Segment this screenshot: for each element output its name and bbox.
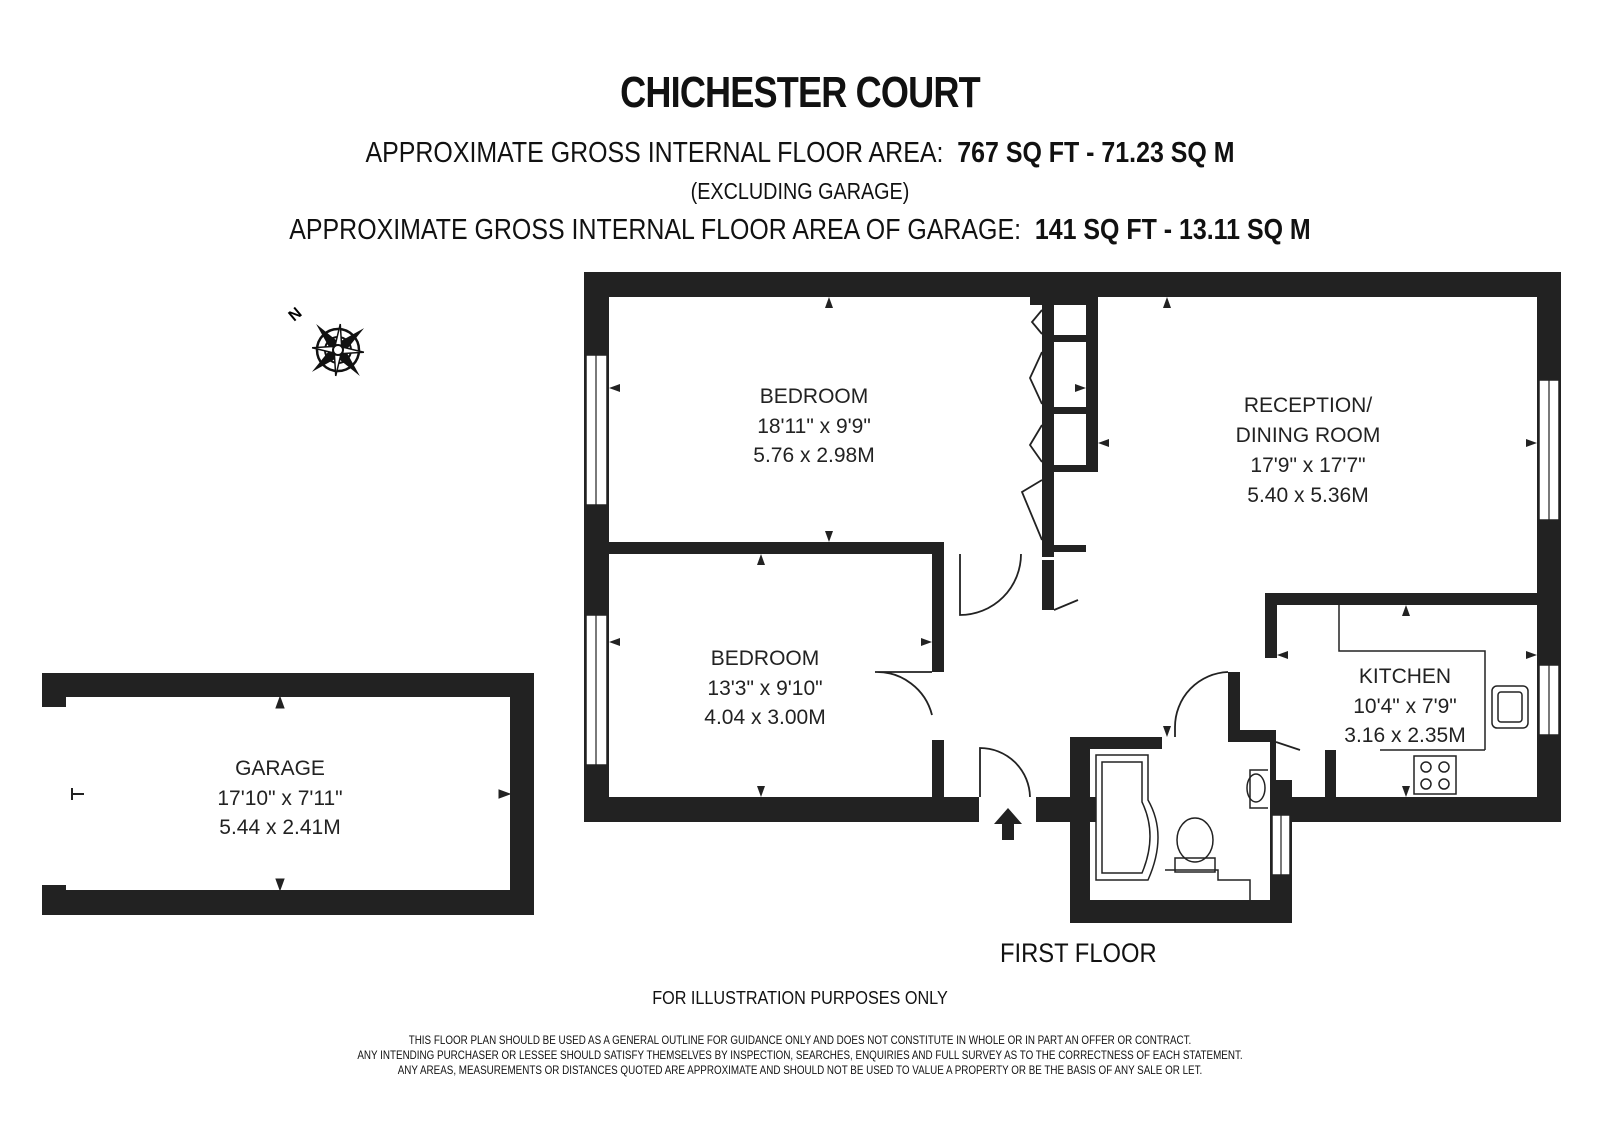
svg-text:4.04 x 3.00M: 4.04 x 3.00M <box>704 706 825 729</box>
bathroom-fittings <box>1095 754 1268 900</box>
svg-text:BEDROOM: BEDROOM <box>711 647 820 670</box>
disclaimer-line-3: ANY AREAS, MEASUREMENTS OR DISTANCES QUO… <box>397 1063 1203 1077</box>
room-label-bedroom-2: BEDROOM 13'3" x 9'10" 4.04 x 3.00M <box>704 647 825 729</box>
svg-text:13'3" x 9'10": 13'3" x 9'10" <box>707 677 822 700</box>
garage-walls <box>42 673 534 915</box>
garage-markers <box>71 695 512 892</box>
disclaimer-line-2: ANY INTENDING PURCHASER OR LESSEE SHOULD… <box>357 1048 1243 1062</box>
svg-text:18'11" x 9'9": 18'11" x 9'9" <box>757 415 871 438</box>
floor-area-garage-value: 141 SQ FT - 13.11 SQ M <box>1034 214 1311 246</box>
disclaimer-line-1: THIS FLOOR PLAN SHOULD BE USED AS A GENE… <box>408 1033 1192 1047</box>
page-title: CHICHESTER COURT <box>620 68 981 117</box>
excluding-garage-note: (EXCLUDING GARAGE) <box>690 178 910 204</box>
flat-walls <box>584 272 1561 923</box>
svg-text:BEDROOM: BEDROOM <box>760 385 869 408</box>
svg-text:17'9" x 17'7": 17'9" x 17'7" <box>1250 454 1365 477</box>
svg-text:10'4" x 7'9": 10'4" x 7'9" <box>1353 695 1457 718</box>
compass-north-label: N <box>286 305 306 325</box>
svg-text:GARAGE: GARAGE <box>235 757 325 780</box>
kitchen-fittings <box>1338 605 1529 795</box>
svg-text:5.76 x 2.98M: 5.76 x 2.98M <box>753 444 874 467</box>
room-label-kitchen: KITCHEN 10'4" x 7'9" 3.16 x 2.35M <box>1344 665 1465 747</box>
svg-text:17'10" x 7'11": 17'10" x 7'11" <box>217 787 342 810</box>
svg-text:3.16 x 2.35M: 3.16 x 2.35M <box>1344 724 1465 747</box>
svg-text:KITCHEN: KITCHEN <box>1359 665 1451 688</box>
svg-text:RECEPTION/: RECEPTION/ <box>1244 394 1373 417</box>
measurement-markers <box>609 297 1537 797</box>
illustration-note: FOR ILLUSTRATION PURPOSES ONLY <box>652 988 948 1008</box>
floor-area-main: APPROXIMATE GROSS INTERNAL FLOOR AREA: 7… <box>112 137 1488 170</box>
room-label-garage: GARAGE 17'10" x 7'11" 5.44 x 2.41M <box>217 757 342 839</box>
svg-text:DINING ROOM: DINING ROOM <box>1236 424 1381 447</box>
svg-text:5.44 x 2.41M: 5.44 x 2.41M <box>219 816 340 839</box>
doors <box>874 309 1301 798</box>
floor-area-main-label: APPROXIMATE GROSS INTERNAL FLOOR AREA: <box>365 137 944 169</box>
floor-area-garage-label: APPROXIMATE GROSS INTERNAL FLOOR AREA OF… <box>289 214 1022 246</box>
room-label-reception: RECEPTION/ DINING ROOM 17'9" x 17'7" 5.4… <box>1236 394 1381 507</box>
svg-text:5.40 x 5.36M: 5.40 x 5.36M <box>1247 484 1368 507</box>
entrance-arrow-icon <box>994 808 1022 840</box>
floor-name: FIRST FLOOR <box>1000 938 1157 968</box>
room-label-bedroom-1: BEDROOM 18'11" x 9'9" 5.76 x 2.98M <box>753 385 874 467</box>
floor-area-garage: APPROXIMATE GROSS INTERNAL FLOOR AREA OF… <box>112 214 1488 247</box>
compass-rose-icon <box>311 323 365 377</box>
floor-area-main-value: 767 SQ FT - 71.23 SQ M <box>957 137 1235 169</box>
